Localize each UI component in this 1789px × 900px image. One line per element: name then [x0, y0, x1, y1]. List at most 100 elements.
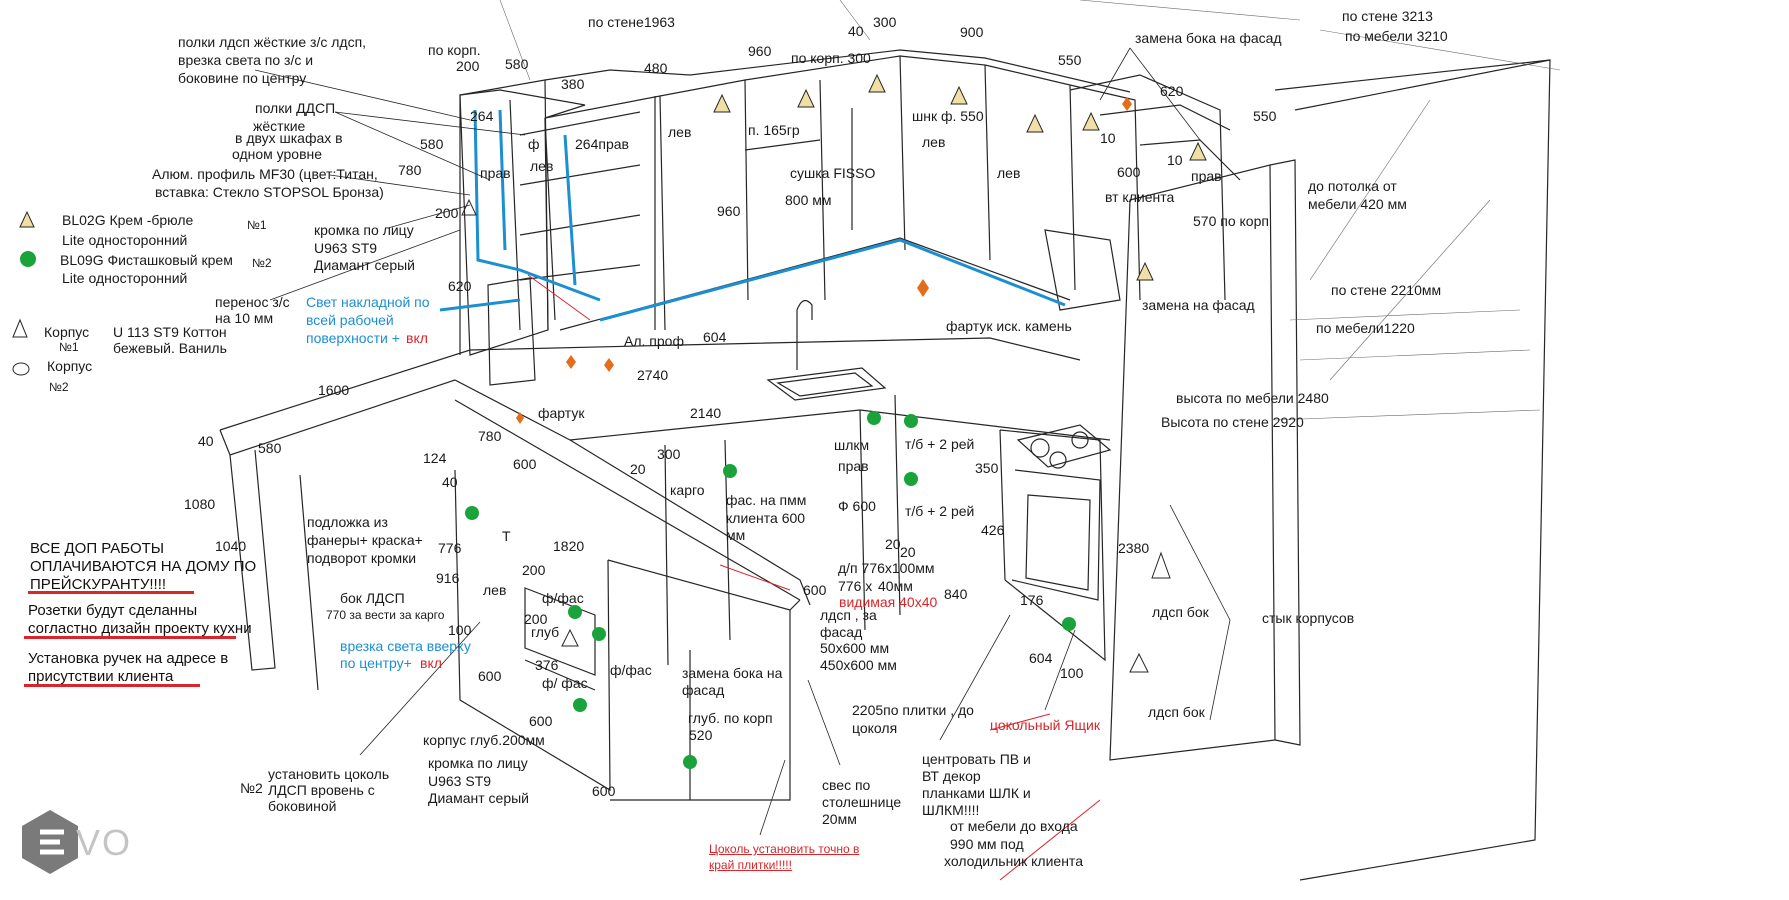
labels-item: вставка: Стекло STOPSOL Бронза) — [155, 184, 384, 200]
blue-labels-item: врезка света вверху — [340, 638, 471, 654]
labels-item: 264 — [470, 108, 494, 124]
labels-item: планками ШЛК и — [922, 785, 1031, 801]
labels-item: 2140 — [690, 405, 722, 421]
labels-item: боковиной — [268, 798, 337, 814]
labels-item: 264прав — [575, 136, 629, 152]
labels-item: по корп. — [428, 42, 481, 58]
labels-item: сушка FISSO — [790, 165, 876, 181]
labels-item: U 113 ST9 Коттон — [113, 324, 227, 340]
underlined-labels-item: край плитки!!!!! — [709, 858, 792, 872]
blue-labels-item: по центру+ — [340, 655, 412, 671]
small-labels-item: 770 за вести за карго — [326, 608, 445, 622]
note-labels-item: 990 мм под — [950, 836, 1024, 852]
note-underline-1 — [28, 591, 194, 594]
outline-triangle-icon — [1129, 652, 1149, 673]
labels-item: центровать ПВ и — [922, 751, 1031, 767]
labels-item: 900 — [960, 24, 984, 40]
red-labels-item: цокольный Ящик — [990, 717, 1100, 733]
labels-item: по корп. 300 — [791, 50, 871, 66]
labels-item: 300 — [873, 14, 897, 30]
green-markers — [20, 251, 1076, 769]
labels-item: замена бока на — [682, 665, 783, 681]
evo-logo — [22, 810, 78, 874]
logo-text: VO — [76, 822, 133, 863]
orange-markers — [516, 97, 1132, 424]
labels-item: 124 — [423, 450, 447, 466]
labels-item: 40 — [198, 433, 214, 449]
labels-item: 100 — [448, 622, 472, 638]
labels-item: 10 — [1100, 130, 1116, 146]
labels-item: бок ЛДСП — [340, 590, 405, 606]
labels-item: фанеры+ краска+ — [307, 532, 423, 548]
green-circle-icon — [904, 472, 918, 486]
labels-item: т/б + 2 рей — [905, 436, 975, 452]
triangle-icon — [950, 85, 968, 105]
labels-item: прав — [1191, 168, 1222, 184]
labels-item: 426 — [981, 522, 1005, 538]
labels-item: врезка света по з/с и — [178, 52, 314, 68]
outline-triangles — [12, 198, 1171, 673]
labels-item: на 10 мм — [215, 310, 274, 326]
green-circle-icon — [867, 411, 881, 425]
cream-triangles — [19, 73, 1207, 281]
labels-item: 960 — [748, 43, 772, 59]
labels-item: кромка по лицу — [314, 222, 414, 238]
labels-item: ф/фас — [542, 590, 584, 606]
small-labels-item: №1 — [247, 218, 267, 232]
orange-diamond-icon — [604, 358, 614, 372]
outline-circles — [12, 362, 30, 376]
triangle-icon — [19, 210, 35, 228]
labels-item: 600 — [513, 456, 537, 472]
labels-item: 300 — [657, 446, 681, 462]
labels-item: по стене 3213 — [1342, 8, 1433, 24]
labels-item: ф/фас — [610, 662, 652, 678]
labels-item: ШЛКМ!!!! — [922, 802, 980, 818]
labels-item: 20 — [900, 544, 916, 560]
triangle-icon — [868, 73, 886, 93]
labels-item: Lite односторонний — [62, 232, 188, 248]
labels-item: Диамант серый — [314, 257, 415, 273]
labels-item: 40мм — [878, 578, 913, 594]
labels-item: Корпус — [47, 358, 93, 374]
labels-item: шнк ф. 550 — [912, 108, 984, 124]
green-circle-icon — [20, 251, 36, 267]
labels-item: 10 — [1167, 152, 1183, 168]
labels-item: цоколя — [852, 720, 898, 736]
labels-item: 960 — [717, 203, 741, 219]
orange-diamond-icon — [516, 412, 524, 424]
note-underline-3 — [24, 684, 200, 687]
outline-circle-icon — [12, 362, 30, 376]
labels-item: 604 — [1029, 650, 1053, 666]
green-circle-icon — [568, 605, 582, 619]
labels-item: лев — [483, 582, 507, 598]
small-labels-item: №2 — [49, 380, 69, 394]
labels-item: лдсп , за — [820, 607, 877, 623]
labels-item: BL09G Фисташковый крем — [60, 252, 233, 268]
labels-item: Lite односторонний — [62, 270, 188, 286]
orange-diamond-icon — [566, 355, 576, 369]
red-labels-item: вкл — [406, 330, 428, 346]
labels-item: карго — [670, 482, 705, 498]
labels-item: 20мм — [822, 811, 857, 827]
labels-item: 600 — [478, 668, 502, 684]
green-circle-icon — [904, 414, 918, 428]
labels-item: 580 — [420, 136, 444, 152]
triangle-icon — [713, 93, 731, 113]
green-circle-icon — [1062, 617, 1076, 631]
labels-item: подворот кромки — [307, 550, 417, 566]
labels-item: 1820 — [553, 538, 585, 554]
labels-item: Высота по стене 2920 — [1161, 414, 1304, 430]
triangle-icon — [1189, 141, 1207, 161]
labels-item: установить цоколь — [268, 766, 390, 782]
labels-item: 620 — [1160, 83, 1184, 99]
sockets-note: Розетки будут сделанны согластно дизайн … — [28, 602, 252, 637]
green-circle-icon — [723, 464, 737, 478]
labels-item: 380 — [561, 76, 585, 92]
labels-item: полки лдсп жёсткие з/с лдсп, — [178, 34, 367, 50]
labels-item: 20 — [630, 461, 646, 477]
red-leader-lines — [527, 274, 1101, 881]
labels-item: подложка из — [307, 514, 388, 530]
labels-item: 776 х — [838, 578, 873, 594]
blue-labels-item: всей рабочей — [306, 312, 394, 328]
